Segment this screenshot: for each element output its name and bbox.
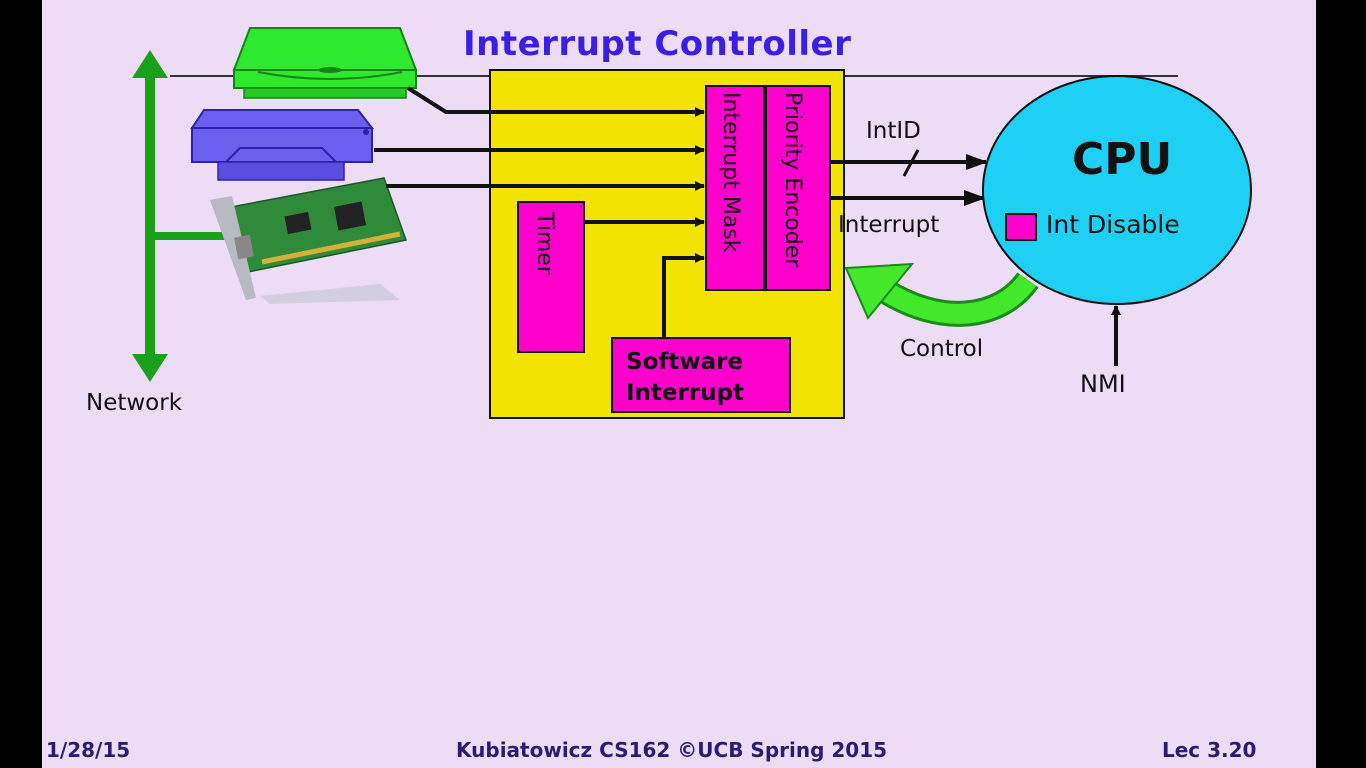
cpu-circle [982, 75, 1252, 305]
nmi-label: NMI [1080, 370, 1126, 398]
cpu-label: CPU [1072, 134, 1173, 185]
intid-bus-slash [902, 149, 920, 177]
software-interrupt-line2: Interrupt [626, 380, 744, 406]
interrupt-mask-label: Interrupt Mask [718, 92, 743, 253]
footer-course: Kubiatowicz CS162 ©UCB Spring 2015 [456, 738, 888, 762]
software-interrupt-block: Software Interrupt [611, 337, 791, 413]
software-interrupt-line1: Software [626, 349, 743, 375]
network-card-icon [210, 177, 407, 304]
slide-title: Interrupt Controller [463, 24, 852, 64]
timer-block: Timer [517, 201, 585, 353]
priority-encoder-label: Priority Encoder [780, 92, 805, 268]
int-disable-checkbox [1005, 213, 1037, 241]
int-disable-label: Int Disable [1046, 210, 1180, 239]
disk-interrupt-line [406, 86, 705, 117]
network-label: Network [86, 390, 183, 416]
intid-label: IntID [866, 118, 921, 144]
footer-date: 1/28/15 [46, 738, 131, 762]
interrupt-mask-block: Interrupt Mask [705, 85, 765, 291]
printer-icon [190, 109, 375, 181]
network-bus [132, 50, 230, 382]
priority-encoder-block: Priority Encoder [765, 85, 831, 291]
control-label: Control [900, 336, 984, 362]
footer-lecture: Lec 3.20 [1162, 738, 1257, 762]
disk-drive-icon [232, 27, 418, 99]
software-interrupt-line [662, 253, 705, 338]
interrupt-signal-label: Interrupt [838, 212, 940, 238]
control-arrow [844, 262, 1039, 327]
timer-label: Timer [532, 211, 557, 276]
